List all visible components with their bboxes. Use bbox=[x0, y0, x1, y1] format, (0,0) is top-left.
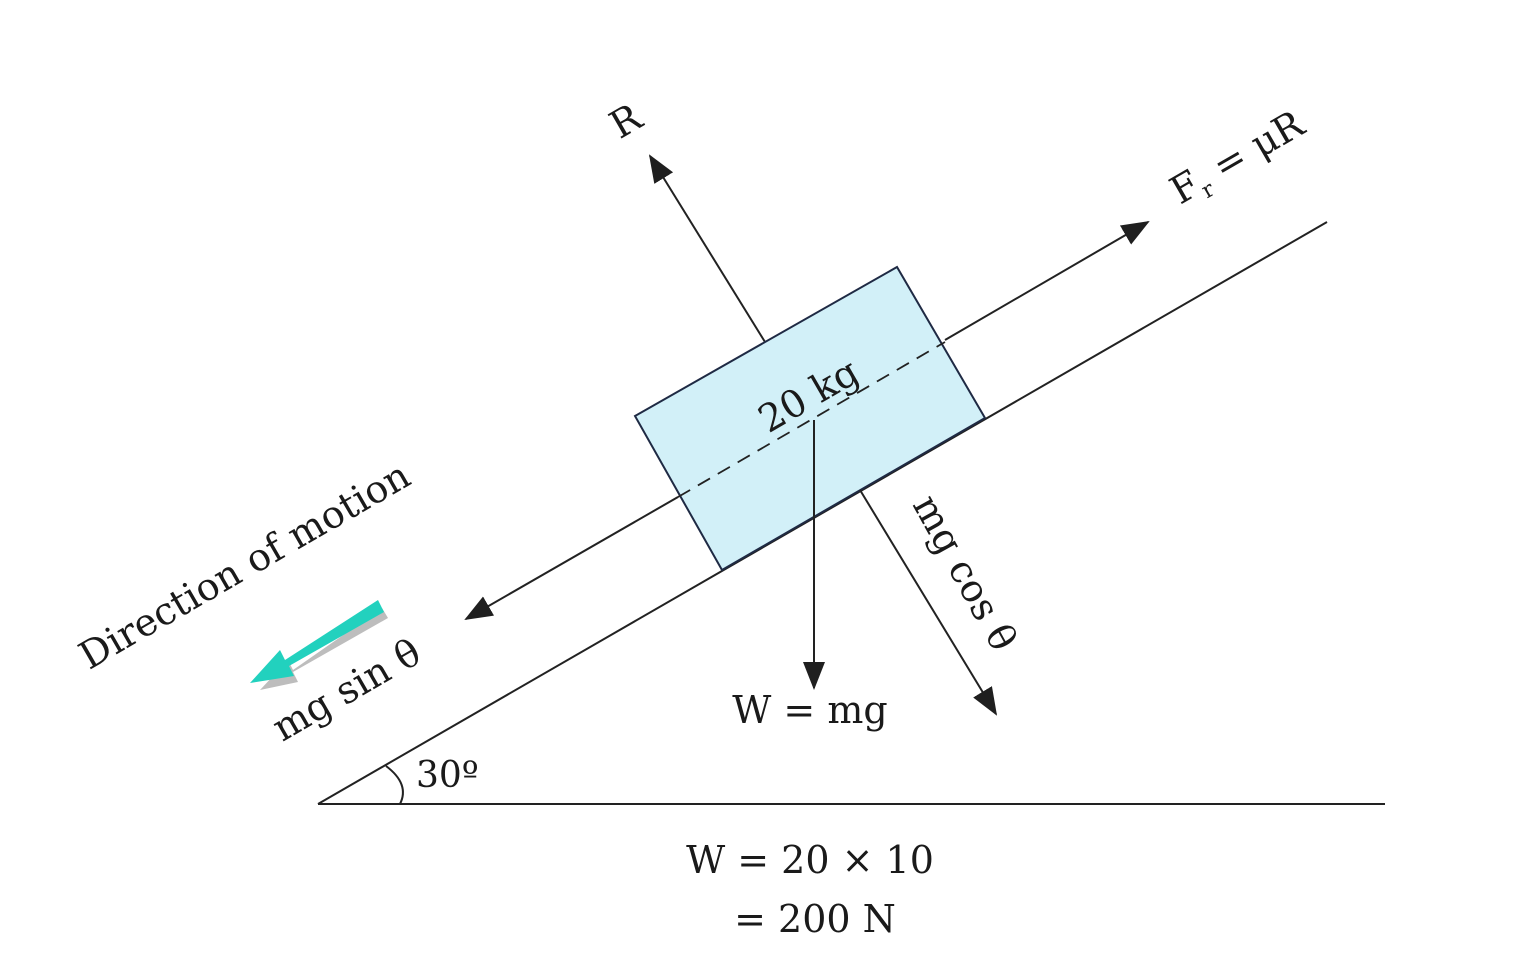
friction-arrow bbox=[944, 220, 1150, 341]
angle-label: 30º bbox=[416, 755, 479, 796]
perpendicular-component-label: mg cos θ bbox=[904, 487, 1025, 658]
direction-of-motion-arrow bbox=[250, 600, 388, 690]
parallel-component-label: mg sin θ bbox=[265, 630, 429, 750]
parallel-component-arrow bbox=[464, 496, 679, 620]
block-center-dashed-line bbox=[677, 341, 946, 498]
calc-line-2: = 200 N bbox=[734, 897, 896, 941]
block bbox=[633, 265, 987, 572]
normal-force-label: R bbox=[602, 94, 650, 147]
angle-arc bbox=[385, 765, 404, 805]
perpendicular-component-arrow bbox=[859, 489, 998, 716]
direction-of-motion-label: Direction of motion bbox=[71, 453, 417, 678]
normal-force-arrow bbox=[648, 154, 766, 343]
calc-line-1: W = 20 × 10 bbox=[686, 838, 934, 882]
weight-label: W = mg bbox=[732, 688, 887, 732]
friction-label: Fr = μR bbox=[1163, 101, 1315, 217]
